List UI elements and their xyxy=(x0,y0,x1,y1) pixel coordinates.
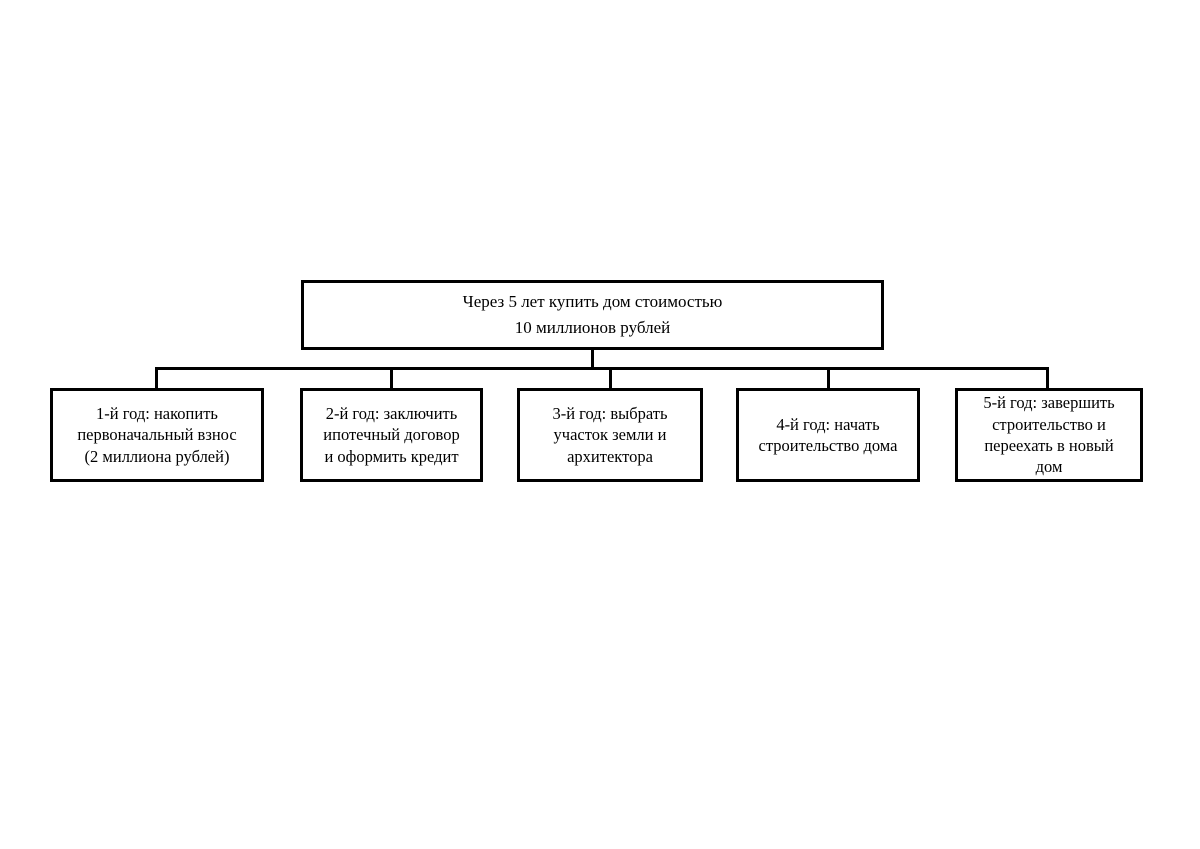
child-node-year-3[interactable]: 3-й год: выбрать участок земли и архитек… xyxy=(517,388,703,482)
root-node-label: Через 5 лет купить дом стоимостью 10 мил… xyxy=(462,291,723,337)
child-node-year-5[interactable]: 5-й год: завершить строительство и перее… xyxy=(955,388,1143,482)
child-node-year-4[interactable]: 4-й год: начать строительство дома xyxy=(736,388,920,482)
connector-drop-child-5 xyxy=(1046,367,1049,388)
child-node-year-2[interactable]: 2-й год: заключить ипотечный договор и о… xyxy=(300,388,483,482)
root-node[interactable]: Через 5 лет купить дом стоимостью 10 мил… xyxy=(301,280,884,350)
connector-drop-child-2 xyxy=(390,367,393,388)
connector-root-stem xyxy=(591,350,594,370)
child-node-year-1-label: 1-й год: накопить первоначальный взнос (… xyxy=(77,403,237,466)
connector-drop-child-1 xyxy=(155,367,158,388)
connector-horizontal-bus xyxy=(155,367,1049,370)
child-node-year-2-label: 2-й год: заключить ипотечный договор и о… xyxy=(323,403,460,466)
child-node-year-3-label: 3-й год: выбрать участок земли и архитек… xyxy=(552,403,668,466)
child-node-year-5-label: 5-й год: завершить строительство и перее… xyxy=(983,393,1115,477)
connector-drop-child-4 xyxy=(827,367,830,388)
child-node-year-4-label: 4-й год: начать строительство дома xyxy=(758,414,898,455)
connector-drop-child-3 xyxy=(609,367,612,388)
child-node-year-1[interactable]: 1-й год: накопить первоначальный взнос (… xyxy=(50,388,264,482)
